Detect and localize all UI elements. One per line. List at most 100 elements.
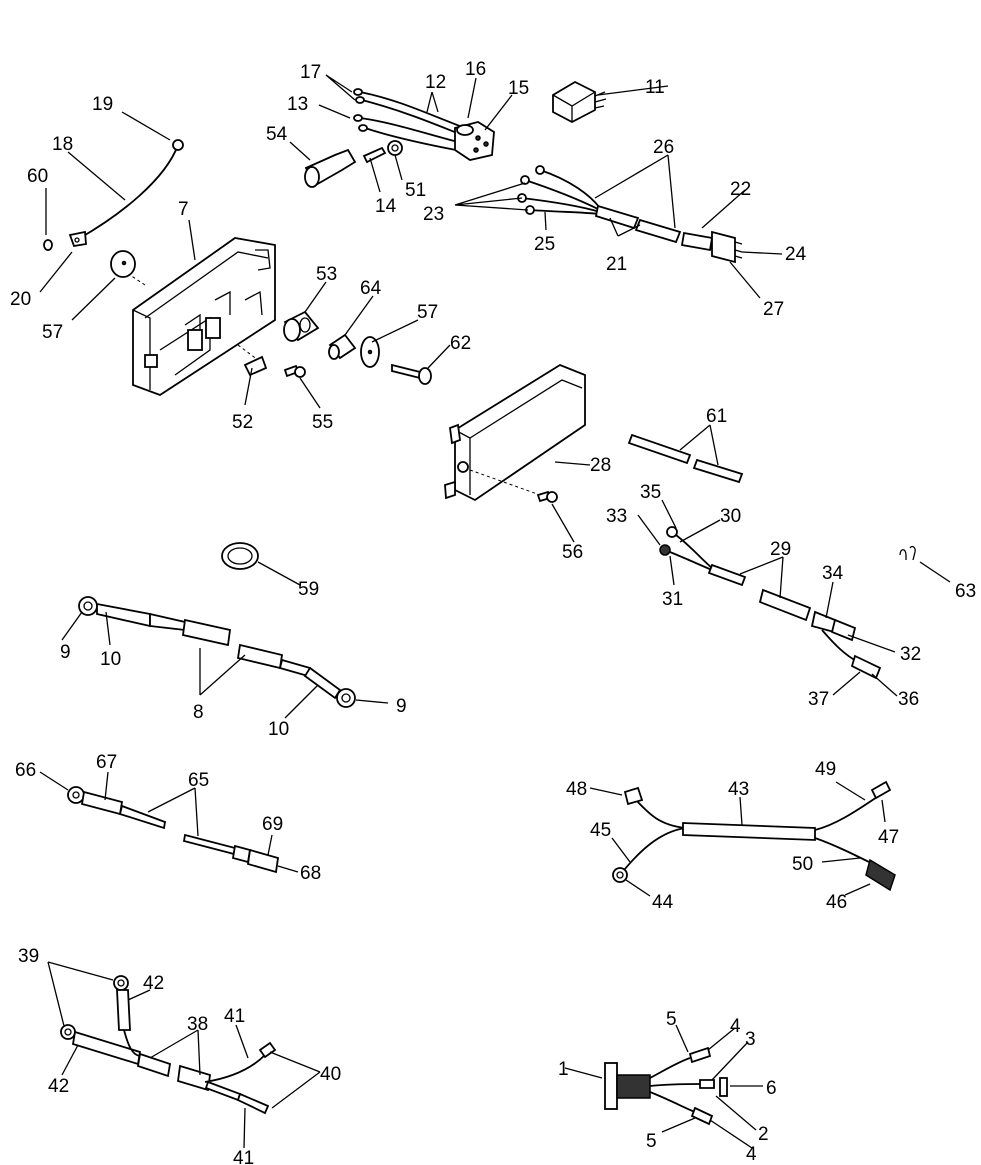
part-sleeve [328,333,357,360]
callout-4a: 4 [730,1016,741,1037]
callout-29: 29 [770,539,791,560]
callout-10a: 10 [100,649,121,670]
callout-24: 24 [785,244,807,265]
callout-40: 40 [320,1064,341,1085]
part-screw-56 [536,490,558,503]
callout-61: 61 [706,406,727,427]
callout-44: 44 [652,892,674,913]
callout-14: 14 [375,196,397,217]
callout-15: 15 [508,78,529,99]
part-battery-cable-branch [60,975,277,1115]
part-washer-57b [360,336,380,368]
callout-16: 16 [465,59,486,80]
callout-49: 49 [815,759,836,780]
part-washer-57a [110,250,136,278]
part-harness-connector-top [353,88,495,161]
callout-11: 11 [645,77,665,98]
callout-31: 31 [662,589,683,610]
part-clamp [221,542,259,570]
callout-3: 3 [745,1029,756,1050]
callout-21: 21 [606,254,627,275]
callout-9a: 9 [60,642,71,663]
callout-1: 1 [558,1059,569,1080]
callout-48: 48 [566,779,587,800]
callout-25: 25 [534,234,555,255]
part-relay [552,80,607,124]
callout-45: 45 [590,820,611,841]
callout-6: 6 [766,1078,777,1099]
callout-68: 68 [300,863,321,884]
callout-60: 60 [27,166,48,187]
part-ground-wire [43,139,184,251]
callout-12: 12 [425,72,446,93]
callout-67: 67 [96,752,117,773]
callout-numbers: 1 2 3 4 4 5 5 6 7 8 9 9 10 10 11 12 13 1… [10,59,976,1165]
callout-46: 46 [826,892,847,913]
callout-56: 56 [562,542,583,563]
callout-51: 51 [405,180,426,201]
part-battery-cable-short [78,596,356,708]
callout-55: 55 [312,412,333,433]
part-grommet [283,310,320,342]
callout-41a: 41 [224,1006,245,1027]
callout-63: 63 [955,581,976,602]
callout-47: 47 [878,827,899,848]
callout-22: 22 [730,179,751,200]
callout-5b: 5 [646,1131,657,1152]
callout-41b: 41 [233,1148,254,1165]
part-harness-mid-right [659,526,882,680]
callout-64: 64 [360,278,382,299]
callout-43: 43 [728,779,749,800]
callout-23: 23 [423,204,444,225]
callout-30: 30 [720,506,741,527]
callout-57b: 57 [417,302,438,323]
part-sleeves-61 [627,433,744,484]
callout-39: 39 [18,946,39,967]
callout-20: 20 [10,289,31,310]
callout-37: 37 [808,689,829,710]
callout-13: 13 [287,94,308,115]
part-boot-and-pin [304,140,403,188]
callout-50: 50 [792,854,813,875]
callout-42b: 42 [48,1076,69,1097]
callout-28: 28 [590,455,611,476]
callout-27: 27 [763,299,784,320]
callout-69: 69 [262,814,283,835]
callout-34: 34 [822,563,844,584]
callout-66: 66 [15,760,36,781]
callout-4b: 4 [746,1144,757,1165]
callout-19: 19 [92,94,113,115]
callout-18: 18 [52,134,73,155]
callout-26: 26 [653,137,674,158]
callout-42a: 42 [143,973,164,994]
callout-62: 62 [450,333,471,354]
callout-57a: 57 [42,322,63,343]
callout-36: 36 [898,689,919,710]
callout-5a: 5 [666,1009,677,1030]
callout-59: 59 [298,579,319,600]
part-plate [444,363,586,502]
callout-54: 54 [266,124,288,145]
callout-17: 17 [300,62,321,83]
callout-2: 2 [758,1124,769,1145]
part-electrical-box [129,237,276,397]
callout-53: 53 [316,264,337,285]
part-clip-63 [899,545,916,561]
callout-33: 33 [606,506,627,527]
part-screw-62 [391,363,432,385]
callout-52: 52 [232,412,253,433]
callout-65: 65 [188,770,209,791]
callout-32: 32 [900,644,921,665]
callout-7: 7 [178,199,189,220]
part-harness-y [612,780,896,892]
callout-9b: 9 [396,696,407,717]
callout-35: 35 [640,482,661,503]
callout-8: 8 [193,702,204,723]
part-battery-cable-long [67,786,280,874]
part-screw-55 [283,364,306,378]
part-clip [243,355,268,377]
callout-38: 38 [187,1014,208,1035]
leader-lines [39,74,951,1149]
part-switch-assembly [604,1046,728,1126]
